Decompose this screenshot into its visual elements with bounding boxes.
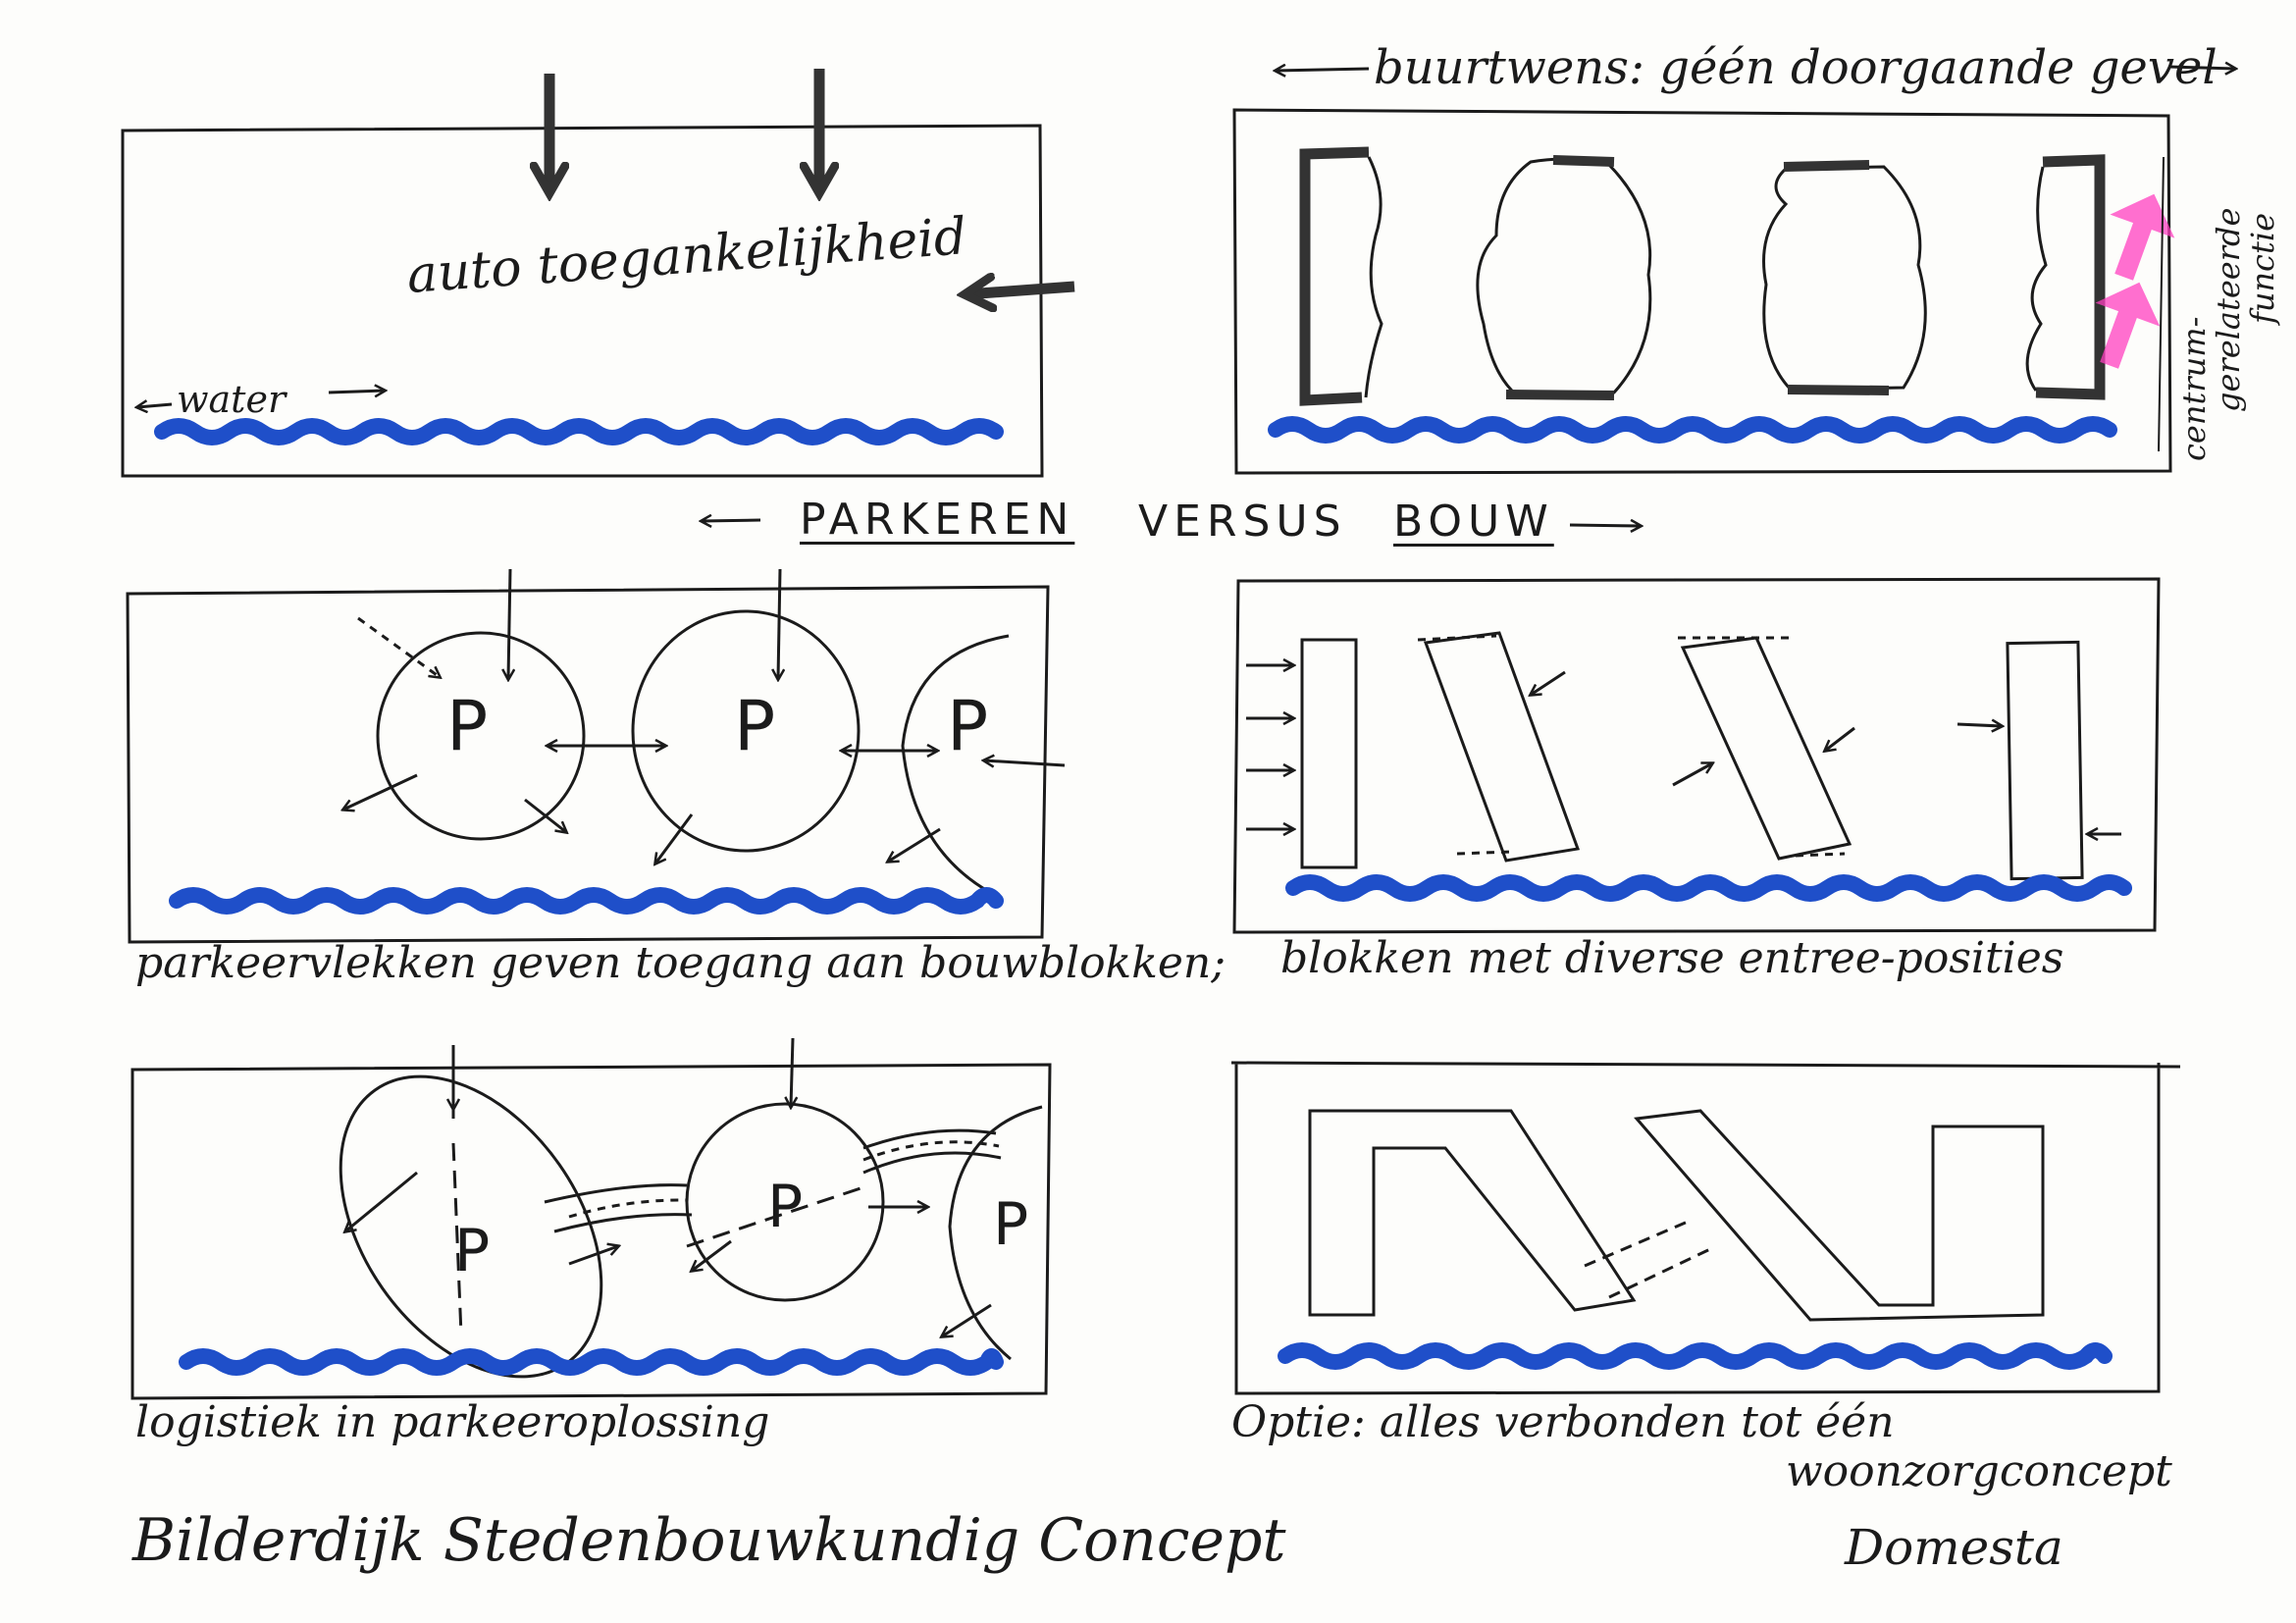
parking-circle-partial [948, 1105, 1043, 1361]
building-blob [1762, 165, 1927, 392]
building-bracket-left [1299, 146, 1370, 406]
water-arrow-left [137, 404, 173, 407]
panel-neighbourhood-wish [1232, 67, 2235, 475]
panel-frame [1230, 1061, 2181, 1395]
wish-arrow-left [1276, 69, 1370, 71]
building-blob [1476, 157, 1652, 396]
label-neighbourhood-wish: buurtwens: géén doorgaande gevel [1374, 40, 2218, 95]
highlight-arrow [2110, 193, 2175, 281]
panel-frame [126, 585, 1050, 944]
wish-arrow-right [2167, 67, 2235, 69]
water-waves [154, 416, 2132, 1376]
building-block [1680, 636, 1852, 861]
caption-parking-spots: parkeervlekken geven toegang aan bouwblo… [135, 938, 1226, 988]
highlight-arrow [2095, 282, 2161, 369]
connector-road [544, 1183, 688, 1204]
footer-project-title: Bilderdijk Stedenbouwkundig Concept [132, 1506, 1286, 1575]
footer-client: Domesta [1845, 1519, 2063, 1576]
parking-symbol: P [454, 1217, 491, 1285]
parking-symbol: P [734, 686, 776, 766]
label-water: water [177, 378, 287, 421]
panel-frame [1232, 108, 2172, 475]
panel-option-connected [1230, 1061, 2181, 1395]
panel-frame [1232, 577, 2161, 934]
water-wave [1268, 416, 2117, 444]
parking-symbol: P [446, 686, 489, 766]
caption-blocks-entrances: blokken met diverse entree-posities [1280, 933, 2064, 983]
header-decor [702, 520, 1641, 526]
water-wave [179, 1348, 1004, 1376]
water-wave [169, 887, 1004, 915]
connector-road [862, 1128, 997, 1150]
parking-symbol: P [947, 686, 989, 766]
label-central-function: functie [2244, 212, 2281, 324]
parking-symbol: P [767, 1173, 804, 1241]
header-versus: VERSUS [1138, 497, 1347, 547]
panel-parking-spots [126, 568, 1066, 944]
header-arrow-left [702, 520, 761, 521]
panel-car-access [121, 69, 1075, 478]
header-parkeren: PARKEREN [800, 495, 1075, 545]
water-wave [1285, 874, 2132, 902]
panel-logistics [130, 1037, 1052, 1400]
label-central-function: gerelateerde [2210, 207, 2247, 412]
header-bouw: BOUW [1393, 497, 1554, 547]
panel-frame [130, 1063, 1052, 1400]
panel-blocks-entrances [1232, 577, 2161, 934]
building-bracket-right [2035, 154, 2106, 400]
building-connected [1308, 1109, 1637, 1317]
access-arrow [966, 287, 1075, 294]
parking-circle [376, 631, 586, 841]
building-connected [1634, 1109, 2045, 1322]
building-block [1423, 631, 1581, 863]
parking-circle-partial [901, 634, 1010, 895]
water-wave [1278, 1342, 2113, 1370]
water-arrow-right [328, 391, 385, 393]
caption-option-line2: woonzorgconcept [1786, 1446, 2172, 1496]
caption-logistics: logistiek in parkeeroplossing [135, 1397, 770, 1447]
caption-option-line1: Optie: alles verbonden tot één [1231, 1397, 1895, 1447]
connector-road [553, 1213, 693, 1233]
panel-frame [121, 124, 1044, 478]
parking-symbol: P [993, 1190, 1029, 1259]
building-block [1300, 638, 1358, 869]
header-arrow-right [1569, 525, 1641, 526]
water-wave [154, 418, 1004, 445]
parking-circle [631, 609, 861, 853]
building-block [2006, 640, 2084, 881]
label-central-function: centrum- [2175, 316, 2213, 461]
